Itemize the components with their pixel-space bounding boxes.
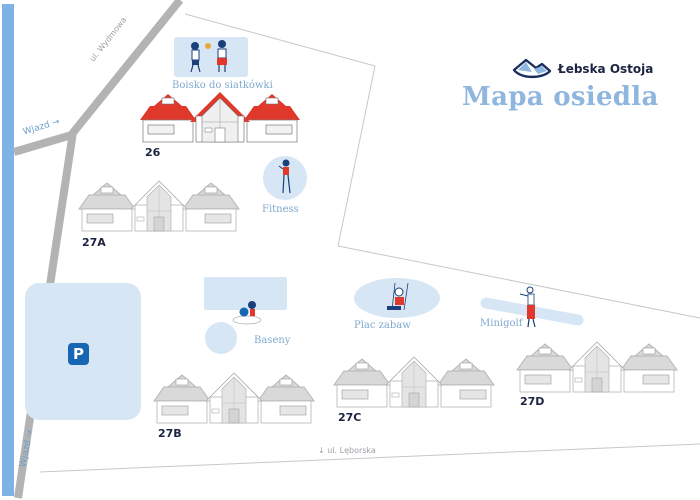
building-label-26[interactable]: 26	[145, 146, 161, 159]
building-label-27B[interactable]: 27B	[158, 427, 182, 440]
fitness-person-icon	[278, 159, 291, 194]
road-wydmowa	[68, 0, 184, 137]
brand: Łebska Ostoja	[512, 58, 653, 80]
brand-name: Łebska Ostoja	[558, 62, 654, 76]
amenity-label-pools[interactable]: Baseny	[254, 335, 291, 346]
pool-small	[205, 322, 237, 354]
volleyball-players-icon	[190, 40, 227, 73]
fitness-bg	[263, 156, 307, 200]
building-27C	[333, 356, 495, 408]
left-edge-strip	[2, 4, 14, 496]
amenity-label-minigolf[interactable]: Minigolf	[480, 318, 523, 329]
building-26: .roof26{fill:#e0392b;stroke:#b52a1f;stro…	[140, 92, 300, 143]
page-title: Mapa osiedla	[462, 82, 659, 112]
swimmers-icon	[232, 301, 262, 325]
building-27D	[516, 341, 678, 393]
building-label-27A[interactable]: 27A	[82, 236, 106, 249]
building-label-27C[interactable]: 27C	[338, 411, 362, 424]
plot-boundary-north	[184, 13, 700, 319]
golfer-icon	[519, 286, 536, 328]
volleyball-court-bg	[174, 37, 248, 77]
building-label-27D[interactable]: 27D	[520, 395, 545, 408]
road-entrance-top	[12, 130, 77, 156]
swing-child-icon	[387, 282, 409, 311]
amenity-label-fitness[interactable]: Fitness	[262, 204, 299, 215]
plot-boundary-south	[39, 443, 700, 473]
amenity-label-playground[interactable]: Plac zabaw	[354, 320, 411, 331]
building-27A	[78, 180, 240, 232]
street-label-leborska: ↓ ul. Lęborska	[318, 446, 376, 455]
pool-large	[204, 277, 287, 310]
parking-icon[interactable]: P	[68, 343, 89, 365]
building-27B	[153, 372, 315, 424]
mountain-dune-logo-icon	[512, 58, 552, 79]
amenity-label-volleyball[interactable]: Boisko do siatkówki	[172, 80, 273, 91]
